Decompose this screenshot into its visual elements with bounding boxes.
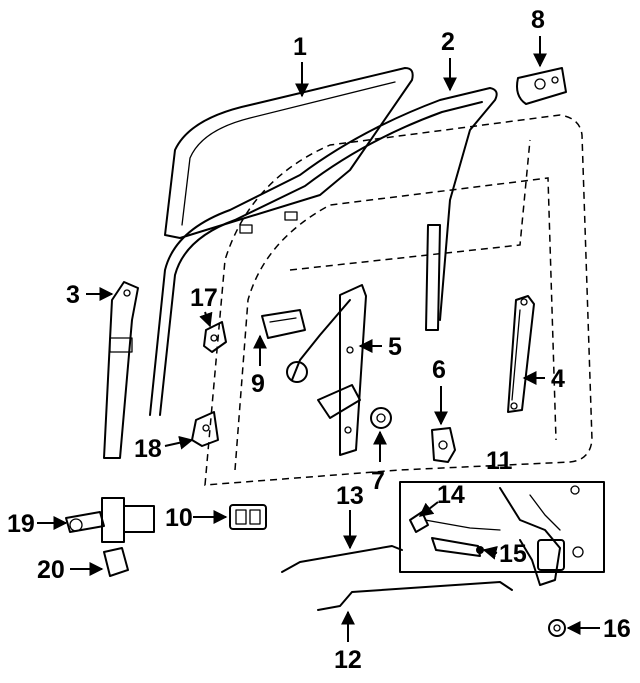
door-shell [204, 114, 593, 486]
callout-20: 20 [37, 556, 65, 584]
callout-15: 15 [499, 540, 527, 568]
callout-7: 7 [371, 467, 385, 495]
front-guide [103, 281, 139, 459]
check-cover [103, 547, 129, 577]
stop-bracket [203, 321, 227, 353]
lock-rod-lower [317, 581, 513, 611]
callout-18: 18 [134, 435, 162, 463]
hinge-bracket [191, 411, 219, 447]
callout-16: 16 [603, 615, 631, 643]
callout-12: 12 [334, 646, 362, 674]
callout-13: 13 [336, 482, 364, 510]
leader-lines [37, 36, 600, 642]
callout-4: 4 [551, 365, 565, 393]
callout-3: 3 [66, 281, 80, 309]
power-switch [229, 504, 267, 530]
window-regulator [286, 284, 367, 456]
callout-8: 8 [531, 6, 545, 34]
callout-9: 9 [251, 370, 265, 398]
rod-clip [409, 511, 501, 533]
callout-19: 19 [7, 510, 35, 538]
cable-cover [431, 537, 484, 557]
callout-11: 11 [486, 447, 513, 475]
callout-1: 1 [293, 33, 307, 61]
callout-2: 2 [441, 28, 455, 56]
lock-rod-upper [281, 545, 403, 573]
door-check [65, 497, 155, 543]
callout-10: 10 [165, 504, 193, 532]
inside-handle [516, 67, 567, 105]
lock-assembly [399, 481, 605, 586]
door-glass [164, 67, 414, 239]
callout-6: 6 [432, 356, 446, 384]
rear-guide [507, 295, 535, 413]
outside-handle [431, 427, 456, 463]
grommet [370, 407, 392, 429]
callout-14: 14 [437, 481, 465, 509]
nut [548, 619, 566, 637]
callout-5: 5 [388, 333, 402, 361]
run-channel [149, 87, 498, 416]
clip-bracket [261, 309, 306, 339]
callout-17: 17 [190, 284, 218, 312]
callout-labels: 1 2 3 4 5 6 7 8 9 10 11 12 13 14 15 16 1… [7, 6, 631, 674]
